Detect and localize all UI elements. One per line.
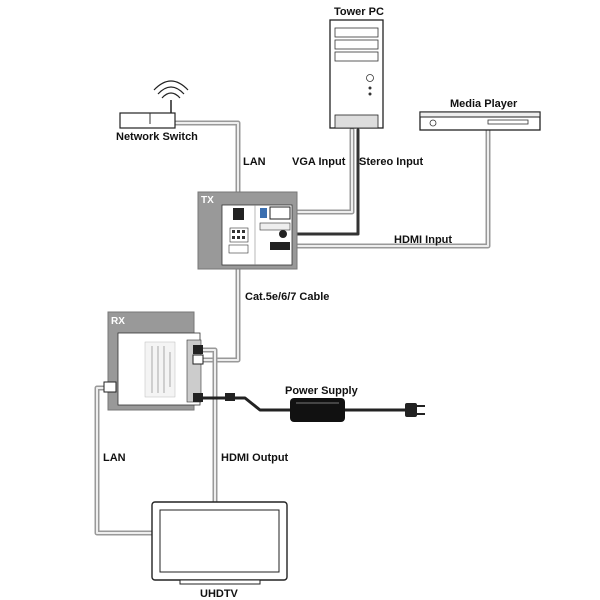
hdmi-output-cable	[200, 347, 218, 505]
lan-top-label: LAN	[243, 156, 266, 168]
power-supply-label: Power Supply	[285, 385, 359, 397]
media-player-label: Media Player	[450, 98, 518, 110]
rx-cat-connector	[192, 354, 204, 365]
tv-screen	[159, 509, 280, 573]
tower-pc-label: Tower PC	[334, 6, 384, 18]
vga-input-label: VGA Input	[292, 156, 346, 168]
tx-lan-port	[233, 208, 244, 220]
ac-plug-icon	[405, 403, 425, 417]
hdmi-output-label: HDMI Output	[221, 452, 289, 464]
rx-hdmi-connector	[193, 345, 203, 354]
stereo-input-label: Stereo Input	[359, 156, 424, 168]
tx-vga-port	[269, 206, 291, 220]
uhdtv-label: UHDTV	[200, 588, 239, 600]
hdmi-input-label: HDMI Input	[394, 234, 452, 246]
rx-label: RX	[111, 316, 125, 327]
stereo-cable	[290, 128, 360, 236]
dc-cable	[201, 396, 292, 412]
power-supply	[225, 393, 425, 422]
rx-product-label	[144, 341, 176, 398]
cat-cable	[200, 265, 241, 363]
tx-unit: TX	[197, 191, 298, 270]
tx-hdmi-port	[270, 242, 290, 250]
vga-cable	[289, 127, 355, 215]
rx-dc-connector	[193, 393, 203, 402]
wifi-icon	[153, 80, 189, 99]
power-button-icon	[366, 74, 374, 82]
network-switch-label: Network Switch	[116, 131, 198, 143]
lan-bottom-label: LAN	[103, 452, 126, 464]
tower-pc-body	[329, 19, 384, 129]
network-switch	[119, 80, 189, 129]
media-player	[419, 111, 541, 131]
rx-unit: RX	[103, 311, 204, 411]
labels: Tower PC Media Player Network Switch LAN…	[103, 6, 518, 600]
cables	[94, 120, 491, 536]
cable-label: Cat.5e/6/7 Cable	[245, 291, 329, 303]
tx-audio-port	[279, 230, 287, 238]
hdmi-input-cable	[289, 127, 491, 249]
rx-lan-connector	[103, 381, 117, 393]
tv-stand	[179, 579, 261, 585]
tx-label: TX	[201, 195, 214, 206]
network-switch-body	[119, 112, 176, 129]
tower-pc	[329, 19, 384, 129]
power-brick	[290, 398, 345, 422]
uhdtv	[151, 501, 288, 585]
